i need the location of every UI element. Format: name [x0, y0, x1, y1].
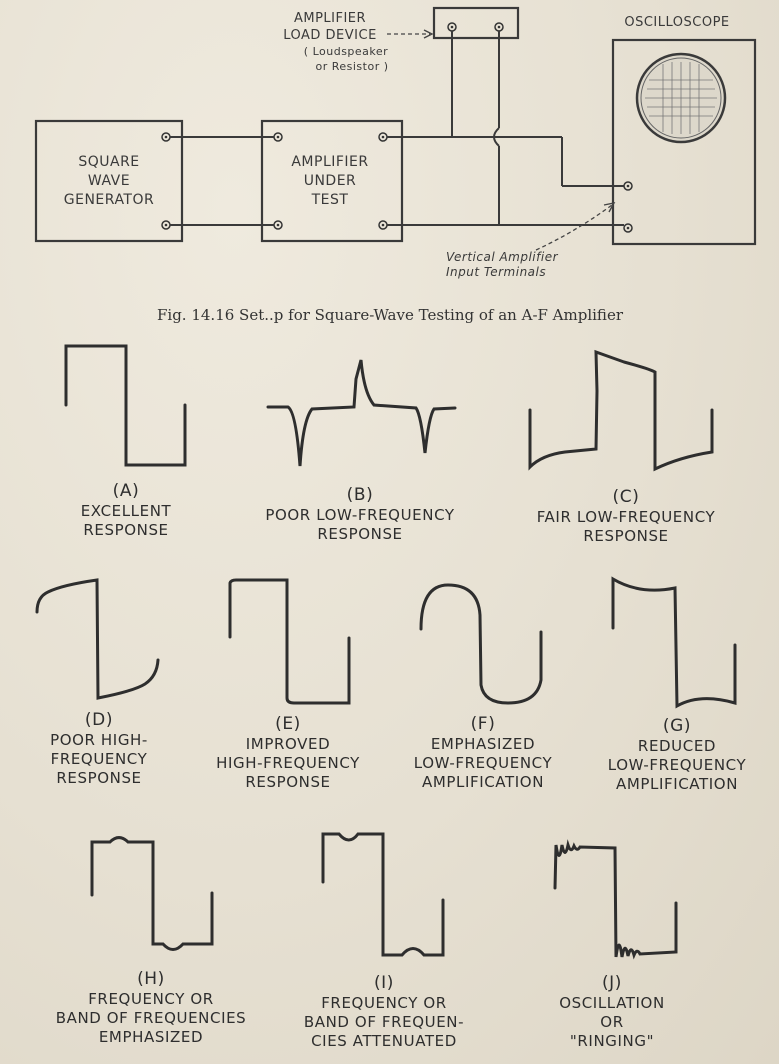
caption-d: (D) POOR HIGH- FREQUENCY RESPONSE — [24, 709, 174, 788]
caption-f-line-1: EMPHASIZED — [430, 735, 536, 753]
caption-j-line-2: OR — [600, 1013, 624, 1031]
caption-d-line-3: RESPONSE — [56, 769, 142, 787]
caption-f: (F) EMPHASIZED LOW-FREQUENCY AMPLIFICATI… — [398, 713, 568, 792]
caption-a-letter: (A) — [112, 481, 140, 501]
caption-b-letter: (B) — [346, 485, 374, 505]
waveform-j-oscillation-ringing — [553, 839, 678, 960]
oscilloscope-label: OSCILLOSCOPE — [624, 15, 729, 30]
caption-e-letter: (E) — [275, 714, 301, 734]
terminals-label-2: Input Terminals — [446, 265, 546, 279]
amplifier-label-3: TEST — [311, 192, 349, 208]
caption-g: (G) REDUCED LOW-FREQUENCY AMPLIFICATION — [592, 715, 762, 794]
caption-c-line-2: RESPONSE — [583, 527, 669, 545]
caption-i-line-1: FREQUENCY OR — [321, 994, 447, 1012]
load-device-box — [432, 6, 520, 40]
waveform-a-excellent — [64, 344, 187, 467]
caption-a: (A) EXCELLENT RESPONSE — [66, 480, 186, 540]
caption-b-line-1: POOR LOW-FREQUENCY — [265, 506, 455, 524]
caption-j-line-3: "RINGING" — [569, 1032, 655, 1050]
caption-i: (I) FREQUENCY OR BAND OF FREQUEN- CIES A… — [284, 972, 484, 1051]
caption-a-line-2: RESPONSE — [83, 521, 169, 539]
amplifier-label-2: UNDER — [304, 173, 357, 189]
load-device-label-1: AMPLIFIER — [294, 11, 366, 26]
caption-d-line-2: FREQUENCY — [50, 750, 148, 768]
waveform-e-improved-high-frequency — [228, 578, 351, 705]
caption-f-line-3: AMPLIFICATION — [421, 773, 545, 791]
generator-label-2: WAVE — [88, 173, 130, 189]
amplifier-label-1: AMPLIFIER — [291, 154, 368, 170]
square-wave-generator-box — [34, 119, 184, 243]
terminals-label-1: Vertical Amplifier — [446, 250, 559, 264]
caption-c-line-1: FAIR LOW-FREQUENCY — [536, 508, 716, 526]
load-device-label-2: LOAD DEVICE — [283, 28, 377, 43]
scope-terminal-bottom — [623, 223, 633, 233]
waveform-h-frequency-emphasized — [90, 836, 214, 951]
caption-h-line-3: EMPHASIZED — [98, 1028, 204, 1046]
waveform-f-emphasized-low-frequency — [419, 583, 543, 705]
caption-d-letter: (D) — [84, 710, 114, 730]
oscilloscope-box — [611, 38, 757, 246]
caption-f-letter: (F) — [470, 714, 496, 734]
caption-h-line-1: FREQUENCY OR — [88, 990, 214, 1008]
generator-label-3: GENERATOR — [64, 192, 154, 208]
caption-b: (B) POOR LOW-FREQUENCY RESPONSE — [240, 484, 480, 544]
load-device-sub-2: or Resistor ) — [315, 60, 388, 73]
caption-e-line-3: RESPONSE — [245, 773, 331, 791]
caption-c-letter: (C) — [612, 487, 640, 507]
waveform-d-poor-high-frequency — [35, 578, 160, 700]
caption-g-line-1: REDUCED — [637, 737, 717, 755]
caption-g-line-3: AMPLIFICATION — [615, 775, 739, 793]
figure-caption: Fig. 14.16 Set..p for Square-Wave Testin… — [157, 306, 624, 324]
caption-g-line-2: LOW-FREQUENCY — [607, 756, 747, 774]
waveform-i-frequency-attenuated — [321, 832, 445, 957]
caption-j-letter: (J) — [601, 973, 623, 993]
caption-h-letter: (H) — [137, 969, 165, 989]
generator-label-1: SQUARE — [78, 154, 139, 170]
caption-d-line-1: POOR HIGH- — [50, 731, 148, 749]
caption-a-line-1: EXCELLENT — [80, 502, 172, 520]
waveform-b-poor-low-frequency — [266, 359, 457, 467]
caption-j-line-1: OSCILLATION — [559, 994, 665, 1012]
caption-e: (E) IMPROVED HIGH-FREQUENCY RESPONSE — [198, 713, 378, 792]
caption-h-line-2: BAND OF FREQUENCIES — [55, 1009, 247, 1027]
caption-g-letter: (G) — [662, 716, 692, 736]
caption-e-line-1: IMPROVED — [245, 735, 331, 753]
caption-i-line-3: CIES ATTENUATED — [311, 1032, 457, 1050]
caption-i-letter: (I) — [373, 973, 395, 993]
caption-c: (C) FAIR LOW-FREQUENCY RESPONSE — [506, 486, 746, 546]
scope-terminal-top — [623, 181, 633, 191]
waveform-g-reduced-low-frequency — [611, 576, 737, 709]
caption-b-line-2: RESPONSE — [317, 525, 403, 543]
caption-i-line-2: BAND OF FREQUEN- — [303, 1013, 465, 1031]
amplifier-under-test-box — [260, 119, 404, 243]
caption-f-line-2: LOW-FREQUENCY — [413, 754, 553, 772]
waveform-c-fair-low-frequency — [528, 349, 714, 472]
caption-j: (J) OSCILLATION OR "RINGING" — [532, 972, 692, 1051]
caption-e-line-2: HIGH-FREQUENCY — [216, 754, 360, 772]
load-device-sub-1: ( Loudspeaker — [304, 45, 388, 58]
caption-h: (H) FREQUENCY OR BAND OF FREQUENCIES EMP… — [36, 968, 266, 1047]
